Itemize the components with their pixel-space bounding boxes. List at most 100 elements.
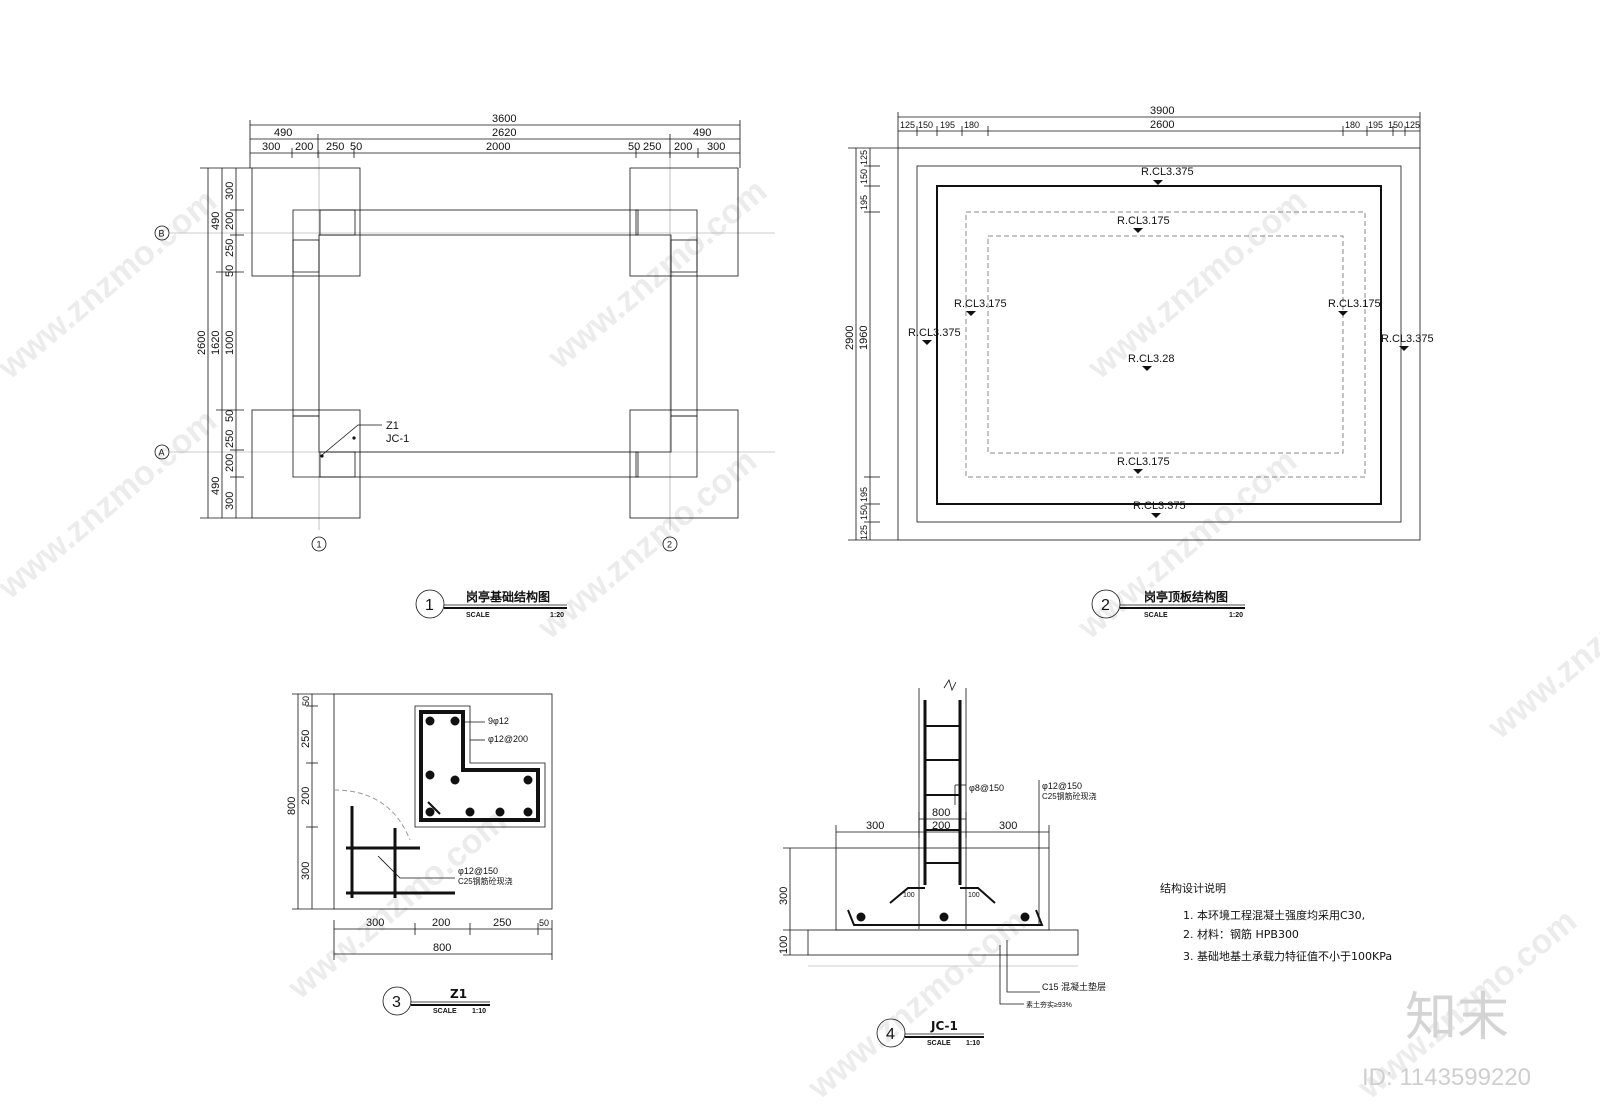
note-footing-rebar: φ12@150 bbox=[458, 866, 498, 876]
dim-label: 1960 bbox=[858, 326, 870, 350]
note-compaction: 素土夯实≥93% bbox=[1026, 1000, 1072, 1009]
dim-label: 125 bbox=[859, 150, 869, 165]
dim-overall-depth: 2600 bbox=[196, 331, 208, 355]
notes-item: 2. 材料：钢筋 HPB300 bbox=[1183, 927, 1299, 941]
svg-text:R.CL3.375: R.CL3.375 bbox=[1141, 166, 1194, 178]
dim-label: 100 bbox=[968, 892, 980, 899]
level-marker: R.CL3.175 bbox=[1117, 215, 1170, 233]
scale-label: SCALE bbox=[1144, 612, 1168, 619]
watermark-text: www.znzmo.com bbox=[1070, 442, 1304, 647]
svg-text:R.CL3.175: R.CL3.175 bbox=[1117, 215, 1170, 227]
dim-overall: 800 bbox=[932, 807, 950, 819]
dim-label: 300 bbox=[224, 492, 236, 510]
callout-z1: Z1 bbox=[386, 420, 399, 432]
dim-label: 180 bbox=[964, 120, 979, 130]
dim-label: 200 bbox=[300, 787, 312, 805]
dim-label: 250 bbox=[643, 141, 661, 153]
scale-label: SCALE bbox=[927, 1040, 951, 1047]
design-notes: 结构设计说明 1. 本环境工程混凝土强度均采用C30, 2. 材料：钢筋 HPB… bbox=[1160, 881, 1392, 963]
dim-label: 125 bbox=[1405, 120, 1420, 130]
dim-label: 300 bbox=[300, 862, 312, 880]
dim-overall-depth: 2900 bbox=[844, 326, 856, 350]
drawing-title: Z1 bbox=[450, 987, 467, 1001]
svg-text:R.CL3.28: R.CL3.28 bbox=[1128, 353, 1174, 365]
note-concrete: C25钢筋砼现浇 bbox=[1042, 791, 1097, 801]
dim-label: 300 bbox=[866, 820, 884, 832]
jc1-footing-section: 100 100 φ8@150 φ12@150 C25钢筋砼现浇 C15 混凝土垫… bbox=[778, 679, 1106, 1048]
dim-label: 150 bbox=[918, 120, 933, 130]
foundation-plan: Z1 JC-1 B A 1 2 3600 490 2620 490 300 20… bbox=[154, 113, 775, 619]
dim-label: 1620 bbox=[210, 331, 222, 355]
drawing-number: 2 bbox=[1101, 597, 1110, 614]
note-concrete: C25钢筋砼现浇 bbox=[458, 876, 513, 886]
dim-label: 300 bbox=[366, 917, 384, 929]
image-id-label: ID: 1143599220 bbox=[1362, 1064, 1531, 1091]
scale-value: 1:20 bbox=[1229, 612, 1243, 619]
watermark-text: www.znzmo.com bbox=[0, 402, 224, 607]
svg-text:R.CL3.375: R.CL3.375 bbox=[1133, 500, 1186, 512]
scale-value: 1:10 bbox=[966, 1040, 980, 1047]
callout-jc1: JC-1 bbox=[386, 433, 409, 445]
level-marker: R.CL3.375 bbox=[1141, 166, 1194, 185]
roof-slab-plan: 3900 125 150 195 180 2600 180 195 150 12… bbox=[844, 105, 1434, 619]
scale-label: SCALE bbox=[466, 612, 490, 619]
dim-label: 2600 bbox=[1150, 119, 1174, 131]
dim-label: 50 bbox=[224, 410, 236, 422]
drawing-number: 4 bbox=[886, 1026, 895, 1043]
level-marker: R.CL3.28 bbox=[1128, 353, 1174, 371]
dim-label: 2000 bbox=[486, 141, 510, 153]
svg-text:R.CL3.175: R.CL3.175 bbox=[1117, 456, 1170, 468]
dim-label: 490 bbox=[210, 212, 222, 230]
drawing-number: 3 bbox=[392, 994, 401, 1011]
note-main-rebar: φ12@150 bbox=[1042, 781, 1082, 791]
dim-label: 200 bbox=[674, 141, 692, 153]
dim-label: 250 bbox=[493, 917, 511, 929]
notes-item: 1. 本环境工程混凝土强度均采用C30, bbox=[1183, 908, 1365, 922]
note-main-bars: 9φ12 bbox=[488, 716, 509, 726]
watermark-text: www.znzmo.com bbox=[0, 182, 224, 387]
drawing-number: 1 bbox=[425, 597, 434, 614]
note-stirrups: φ8@150 bbox=[969, 783, 1004, 793]
drawing-title: 岗亭顶板结构图 bbox=[1144, 589, 1228, 604]
watermark-text: www.znzmo.com bbox=[280, 802, 514, 1007]
dim-label: 490 bbox=[693, 127, 711, 139]
dim-label: 300 bbox=[778, 887, 790, 905]
dim-label: 195 bbox=[1368, 120, 1383, 130]
dim-label: 200 bbox=[432, 917, 450, 929]
dim-label: 250 bbox=[224, 239, 236, 257]
axis-label-a: A bbox=[159, 448, 165, 458]
dim-label: 100 bbox=[778, 936, 790, 954]
dim-overall-width: 3900 bbox=[1150, 105, 1174, 117]
dim-label: 50 bbox=[350, 141, 362, 153]
dim-label: 300 bbox=[224, 182, 236, 200]
dim-label: 125 bbox=[859, 525, 869, 540]
svg-text:R.CL3.375: R.CL3.375 bbox=[1381, 333, 1434, 345]
watermark-text: www.znzmo.com bbox=[530, 442, 764, 647]
level-marker: R.CL3.375 bbox=[908, 327, 961, 345]
dim-overall: 800 bbox=[286, 797, 298, 815]
watermark-text: www.znzmo.com bbox=[1480, 542, 1600, 747]
dim-label: 300 bbox=[707, 141, 725, 153]
svg-text:R.CL3.375: R.CL3.375 bbox=[908, 327, 961, 339]
dim-label: 2620 bbox=[492, 127, 516, 139]
axis-label-b: B bbox=[159, 229, 165, 239]
note-bedding: C15 混凝土垫层 bbox=[1042, 981, 1106, 992]
dim-label: 195 bbox=[859, 487, 869, 502]
dim-label: 150 bbox=[859, 169, 869, 184]
drawing-title: JC-1 bbox=[930, 1019, 958, 1033]
dim-label: 490 bbox=[210, 477, 222, 495]
dim-label: 125 bbox=[900, 120, 915, 130]
scale-label: SCALE bbox=[433, 1008, 457, 1015]
watermark-text: www.znzmo.com bbox=[1080, 182, 1314, 387]
level-marker: R.CL3.375 bbox=[1133, 500, 1186, 518]
drawing-title: 岗亭基础结构图 bbox=[466, 589, 550, 604]
dim-label: 150 bbox=[1388, 120, 1403, 130]
dim-label: 150 bbox=[859, 505, 869, 520]
level-marker: R.CL3.175 bbox=[1328, 298, 1381, 316]
note-stirrups: φ12@200 bbox=[488, 734, 528, 744]
dim-label: 200 bbox=[224, 212, 236, 230]
dim-label: 490 bbox=[274, 127, 292, 139]
level-marker: R.CL3.175 bbox=[954, 298, 1007, 316]
dim-label: 250 bbox=[326, 141, 344, 153]
